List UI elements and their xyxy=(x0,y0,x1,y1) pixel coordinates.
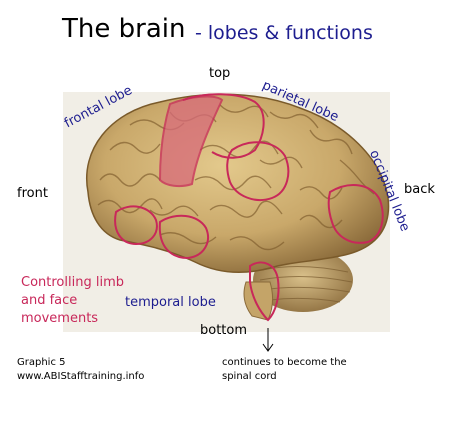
motor-note-line-1: Controlling limb xyxy=(21,275,124,290)
label-temporal-lobe: temporal lobe xyxy=(125,295,216,310)
label-top: top xyxy=(209,66,231,81)
motor-note-line-2: and face xyxy=(21,293,78,308)
spinal-note-line-1: continues to become the xyxy=(222,357,347,368)
spinal-note-line-2: spinal cord xyxy=(222,371,277,382)
footer-credit: Graphic 5 www.ABIStafftraining.info xyxy=(17,356,144,384)
label-front: front xyxy=(17,186,48,201)
label-bottom: bottom xyxy=(200,323,248,338)
graphic-number: Graphic 5 xyxy=(17,357,66,368)
motor-cortex-highlight xyxy=(158,95,224,188)
lobe-outlines xyxy=(114,93,384,322)
parietal-outline xyxy=(182,93,265,159)
temporal-front-outline xyxy=(158,214,209,260)
motor-note: Controlling limb and face movements xyxy=(21,274,124,328)
page-title: The brain xyxy=(62,14,186,44)
spinal-note: continues to become the spinal cord xyxy=(222,356,347,384)
motor-note-line-3: movements xyxy=(21,311,99,326)
spinal-arrow xyxy=(262,328,274,352)
label-back: back xyxy=(404,182,435,197)
frontal-speech-outline xyxy=(114,205,158,246)
parietal-region-outline xyxy=(226,141,290,201)
website-url: www.ABIStafftraining.info xyxy=(17,371,145,382)
page-subtitle: - lobes & functions xyxy=(195,22,373,44)
brain-stem-outline xyxy=(249,261,280,322)
occipital-outline xyxy=(327,184,384,244)
